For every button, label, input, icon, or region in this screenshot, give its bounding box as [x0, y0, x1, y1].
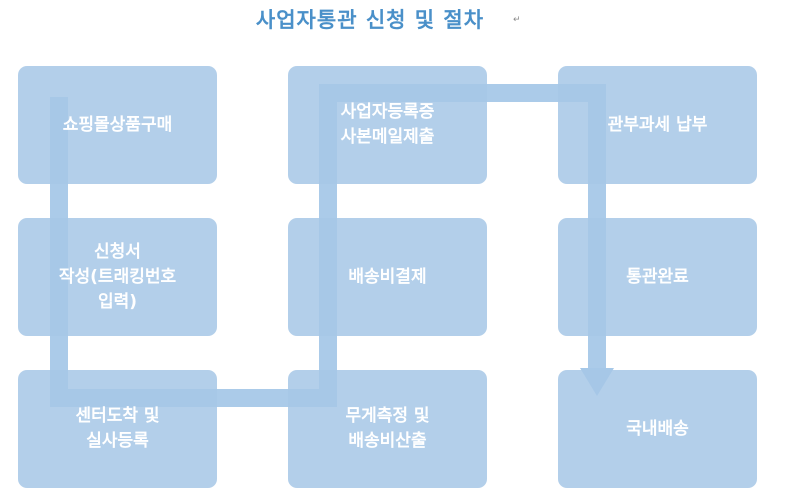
diagram-title: 사업자통관 신청 및 절차	[255, 8, 485, 32]
step-application-form: 신청서 작성(트래킹번호 입력)	[18, 218, 217, 336]
step-label: 관부과세 납부	[607, 114, 708, 135]
step-customs-clearance: 통관완료	[558, 218, 757, 336]
step-shopping-purchase: 쇼핑몰상품구매	[18, 66, 217, 184]
step-label: 센터도착 및 실사등록	[75, 406, 160, 451]
step-label: 배송비결제	[348, 266, 427, 287]
step-label: 통관완료	[626, 266, 689, 287]
step-label: 사업자등록증 사본메일제출	[340, 102, 435, 147]
step-label: 국내배송	[626, 418, 689, 439]
step-shipping-payment: 배송비결제	[288, 218, 487, 336]
step-center-arrival: 센터도착 및 실사등록	[18, 370, 217, 488]
step-domestic-delivery: 국내배송	[558, 370, 757, 488]
step-customs-duty-payment: 관부과세 납부	[558, 66, 757, 184]
step-label: 쇼핑몰상품구매	[62, 114, 173, 135]
paragraph-mark: ↵	[513, 15, 521, 25]
step-label: 신청서 작성(트래킹번호 입력)	[58, 241, 177, 312]
step-weight-measure: 무게측정 및 배송비산출	[288, 370, 487, 488]
step-label: 무게측정 및 배송비산출	[345, 406, 430, 451]
step-business-registration: 사업자등록증 사본메일제출	[288, 66, 487, 184]
